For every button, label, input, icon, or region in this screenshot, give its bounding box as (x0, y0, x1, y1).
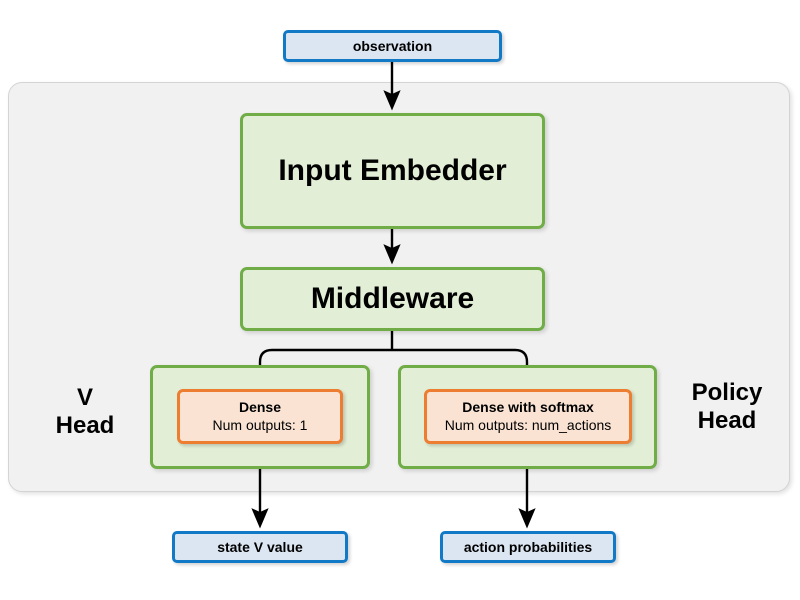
label-v-head-line2: Head (55, 412, 115, 440)
node-dense-v-subtitle: Num outputs: 1 (212, 416, 308, 433)
node-dense-policy-subtitle: Num outputs: num_actions (444, 416, 612, 433)
label-policy-head: Policy Head (663, 379, 791, 436)
node-dense-v[interactable]: Dense Num outputs: 1 (177, 389, 343, 444)
node-observation[interactable]: observation (283, 30, 502, 62)
node-middleware-label: Middleware (310, 282, 475, 315)
node-action-probabilities[interactable]: action probabilities (440, 531, 616, 563)
node-observation-label: observation (352, 38, 433, 54)
label-v-head-line1: V (76, 384, 93, 411)
node-dense-policy[interactable]: Dense with softmax Num outputs: num_acti… (424, 389, 632, 444)
node-input-embedder[interactable]: Input Embedder (240, 113, 545, 229)
node-input-embedder-label: Input Embedder (278, 154, 507, 187)
node-dense-policy-title: Dense with softmax (462, 399, 594, 415)
node-dense-v-title: Dense (238, 399, 282, 415)
node-action-probabilities-label: action probabilities (463, 539, 593, 555)
node-state-v-value-label: state V value (217, 539, 303, 555)
node-state-v-value[interactable]: state V value (172, 531, 348, 563)
label-policy-head-line1: Policy (691, 379, 763, 406)
node-middleware[interactable]: Middleware (240, 267, 545, 331)
label-v-head: V Head (30, 384, 140, 441)
label-policy-head-line2: Head (697, 407, 757, 435)
